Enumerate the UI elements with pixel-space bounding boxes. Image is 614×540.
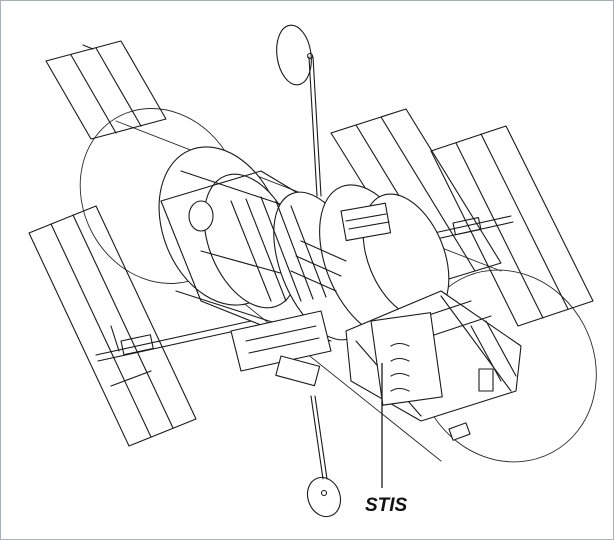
stis-instrument xyxy=(345,290,522,441)
stis-label: STIS xyxy=(365,495,408,516)
high-gain-antenna-top xyxy=(276,24,322,197)
telescope-body xyxy=(158,146,450,387)
solar-array-left xyxy=(28,40,254,447)
high-gain-antenna-bottom xyxy=(306,395,342,518)
